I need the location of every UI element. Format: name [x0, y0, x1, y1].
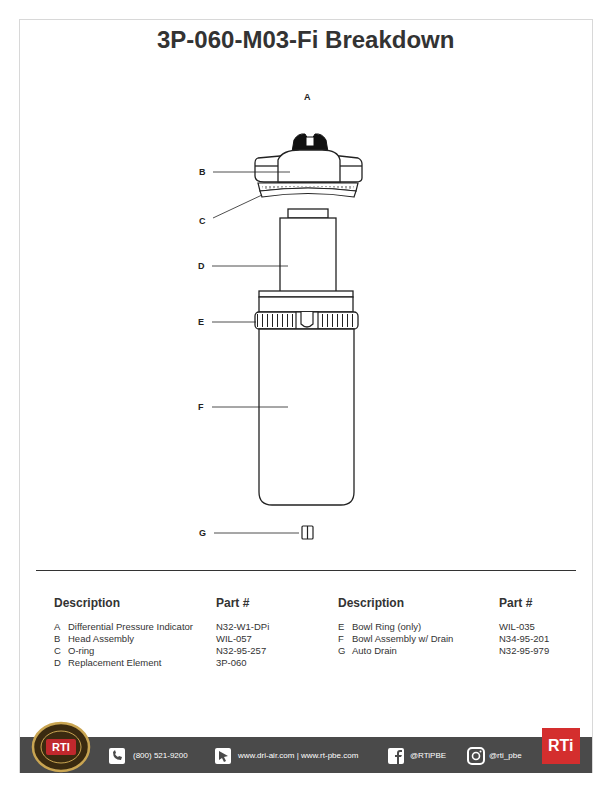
- part-description: Auto Drain: [352, 646, 397, 657]
- auto-drain: [302, 526, 313, 539]
- table-header: Part #: [216, 597, 249, 611]
- table-letter: F: [338, 634, 344, 645]
- page-border: [20, 20, 593, 773]
- page-title: 3P-060-M03-Fi Breakdown: [157, 26, 454, 54]
- table-letter: B: [54, 634, 60, 645]
- o-ring: [258, 183, 358, 197]
- logo-text: RTI: [52, 741, 70, 754]
- table-letter: E: [338, 622, 344, 633]
- rti-logo-box: [542, 728, 580, 764]
- table-letter: D: [54, 658, 61, 669]
- table-header: Description: [338, 597, 404, 611]
- callout-letter: A: [304, 92, 311, 102]
- part-description: Bowl Ring (only): [352, 622, 421, 633]
- table-letter: A: [54, 622, 60, 633]
- callout-letter: B: [199, 167, 206, 177]
- part-number: WIL-057: [216, 634, 252, 645]
- part-description: O-ring: [68, 646, 94, 657]
- footer-bar: [20, 737, 592, 773]
- table-header: Description: [54, 597, 120, 611]
- table-rule: [36, 570, 576, 571]
- part-description: Bowl Assembly w/ Drain: [352, 634, 453, 645]
- callout-letter: E: [198, 317, 204, 327]
- table-letter: G: [338, 646, 345, 657]
- part-description: Differential Pressure Indicator: [68, 622, 193, 633]
- facebook-icon: [388, 748, 404, 764]
- callout-letter: G: [199, 528, 206, 538]
- facebook-handle: @RTiPBE: [410, 751, 446, 760]
- callout-letter: D: [198, 261, 205, 271]
- table-letter: C: [54, 646, 61, 657]
- table-header: Part #: [499, 597, 532, 611]
- website: www.dri-air.com | www.rt-pbe.com: [238, 751, 358, 760]
- web-icon: [215, 748, 231, 764]
- callout-letter: C: [199, 216, 206, 226]
- rti-seal-logo: [33, 723, 89, 771]
- phone-number: (800) 521-9200: [133, 751, 188, 760]
- bowl-top: [259, 291, 353, 312]
- instagram-handle: @rti_pbe: [489, 751, 522, 760]
- callout-letter: F: [198, 402, 204, 412]
- part-number: N34-95-201: [499, 634, 549, 645]
- part-number: WIL-035: [499, 622, 535, 633]
- part-number: N32-95-257: [216, 646, 266, 657]
- replacement-element: [280, 209, 336, 292]
- leader-lines: [212, 172, 299, 533]
- part-number: N32-W1-DPi: [216, 622, 269, 633]
- logo-text: RTi: [548, 737, 573, 755]
- part-number: N32-95-979: [499, 646, 549, 657]
- instagram-icon: [468, 748, 484, 764]
- bowl-ring: [255, 312, 358, 329]
- phone-icon: [109, 748, 125, 764]
- pressure-indicator: [292, 134, 328, 152]
- head-assembly: [255, 150, 362, 182]
- bowl: [259, 329, 354, 505]
- part-description: Head Assembly: [68, 634, 134, 645]
- part-description: Replacement Element: [68, 658, 161, 669]
- part-number: 3P-060: [216, 658, 247, 669]
